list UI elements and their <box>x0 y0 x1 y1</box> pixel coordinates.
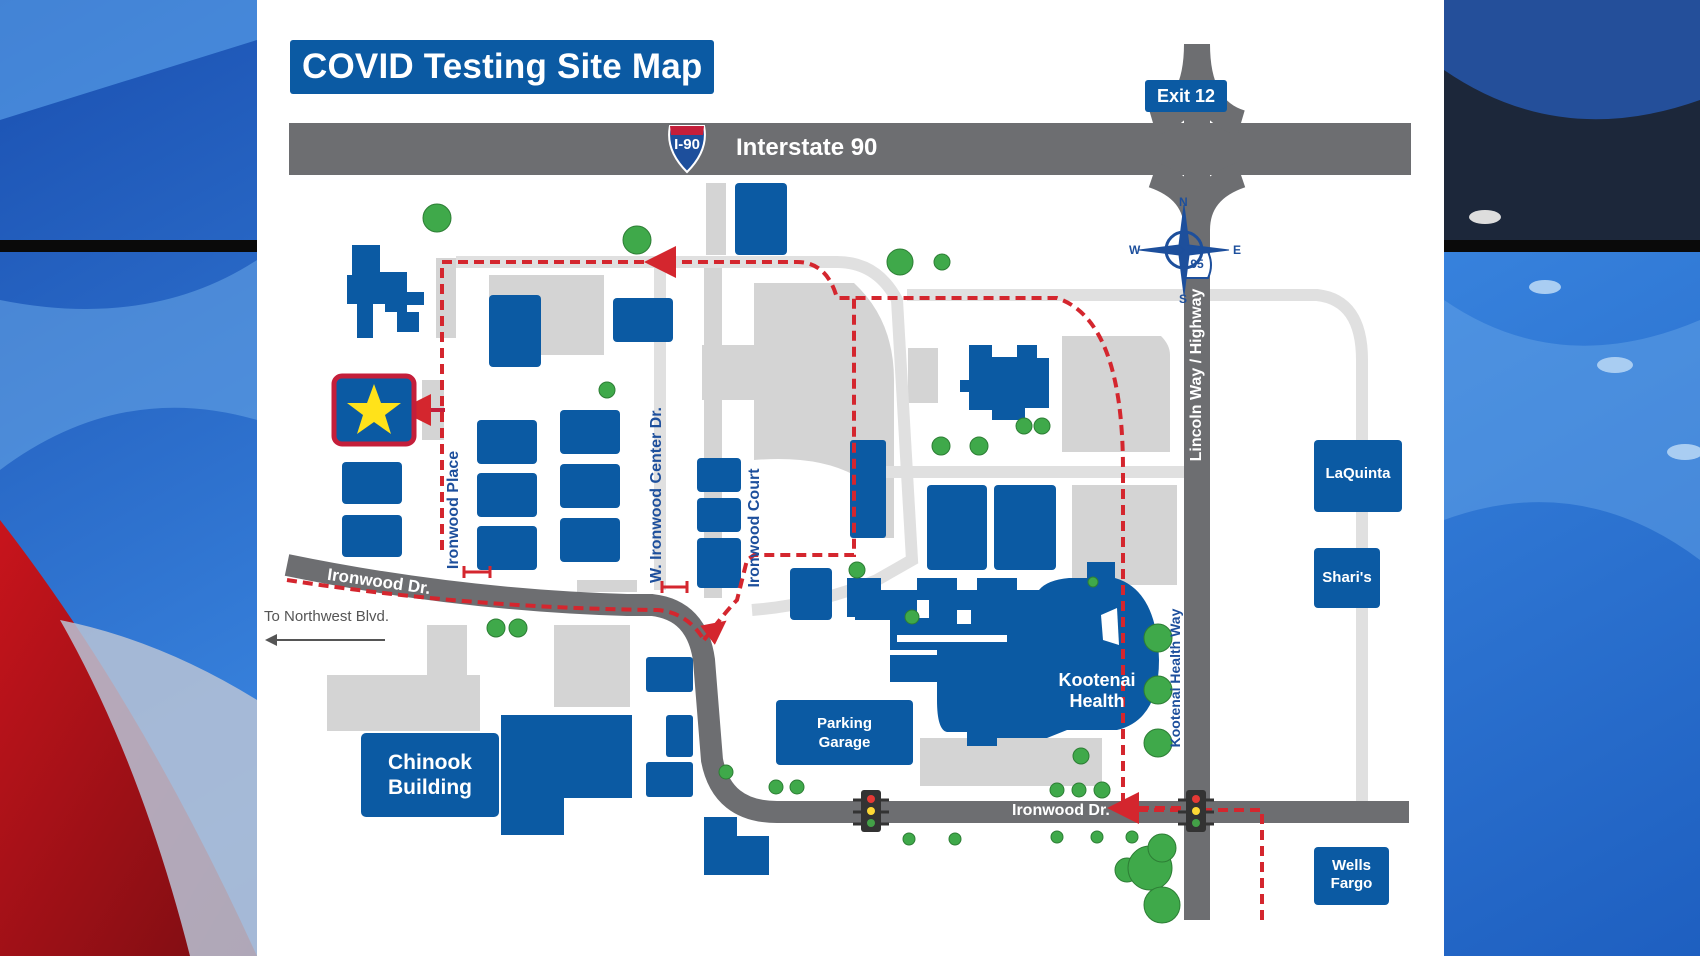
buildings <box>342 183 1402 905</box>
ironwood-court-label: Ironwood Court <box>746 468 763 588</box>
kootenai-health-label: Kootenai Health <box>1058 670 1136 711</box>
exit-badge: Exit 12 <box>1145 80 1227 112</box>
star-icon <box>347 384 401 434</box>
site-map-drawing <box>265 43 1411 924</box>
us-route-shield-label: 95 <box>1190 257 1204 271</box>
kootenai-health-way-label: Kootenai Health Way <box>1167 608 1183 748</box>
interstate-shield-label: I-90 <box>674 136 700 153</box>
ironwood-dr-road <box>284 554 1409 823</box>
compass-s: S <box>1179 292 1188 306</box>
testing-site-marker <box>331 373 417 447</box>
compass-w: W <box>1129 243 1141 257</box>
wells-fargo-label: Wells Fargo <box>1330 857 1373 892</box>
testing-route <box>286 246 1264 920</box>
sharis-label: Shari's <box>1322 569 1372 586</box>
compass-e: E <box>1233 243 1242 257</box>
traffic-light-icon <box>853 790 1214 832</box>
ironwood-dr-south-label: Ironwood Dr. <box>1012 802 1110 819</box>
chinook-building-label: Chinook Building <box>388 751 472 799</box>
ironwood-place-label: Ironwood Place <box>445 450 462 570</box>
interstate-90-road <box>289 123 1411 175</box>
trees <box>422 203 1181 924</box>
w-ironwood-center-label: W. Ironwood Center Dr. <box>648 406 665 584</box>
roads <box>284 43 1411 920</box>
lincoln-way-label: Lincoln Way / Highway <box>1188 288 1205 462</box>
laquinta-label: LaQuinta <box>1325 465 1391 482</box>
site-map-panel: COVID Testing Site Map Exit 12 I-90 Inte… <box>257 0 1444 956</box>
interstate-shield-icon <box>668 125 706 174</box>
compass-n: N <box>1179 195 1188 209</box>
to-northwest-label: To Northwest Blvd. <box>264 608 390 625</box>
compass-rose-icon <box>1138 204 1230 296</box>
interstate-name-label: Interstate 90 <box>736 134 878 161</box>
arrow-left-icon <box>265 634 385 646</box>
parking-garage-label: Parking Garage <box>816 715 873 751</box>
map-title: COVID Testing Site Map <box>290 40 715 94</box>
